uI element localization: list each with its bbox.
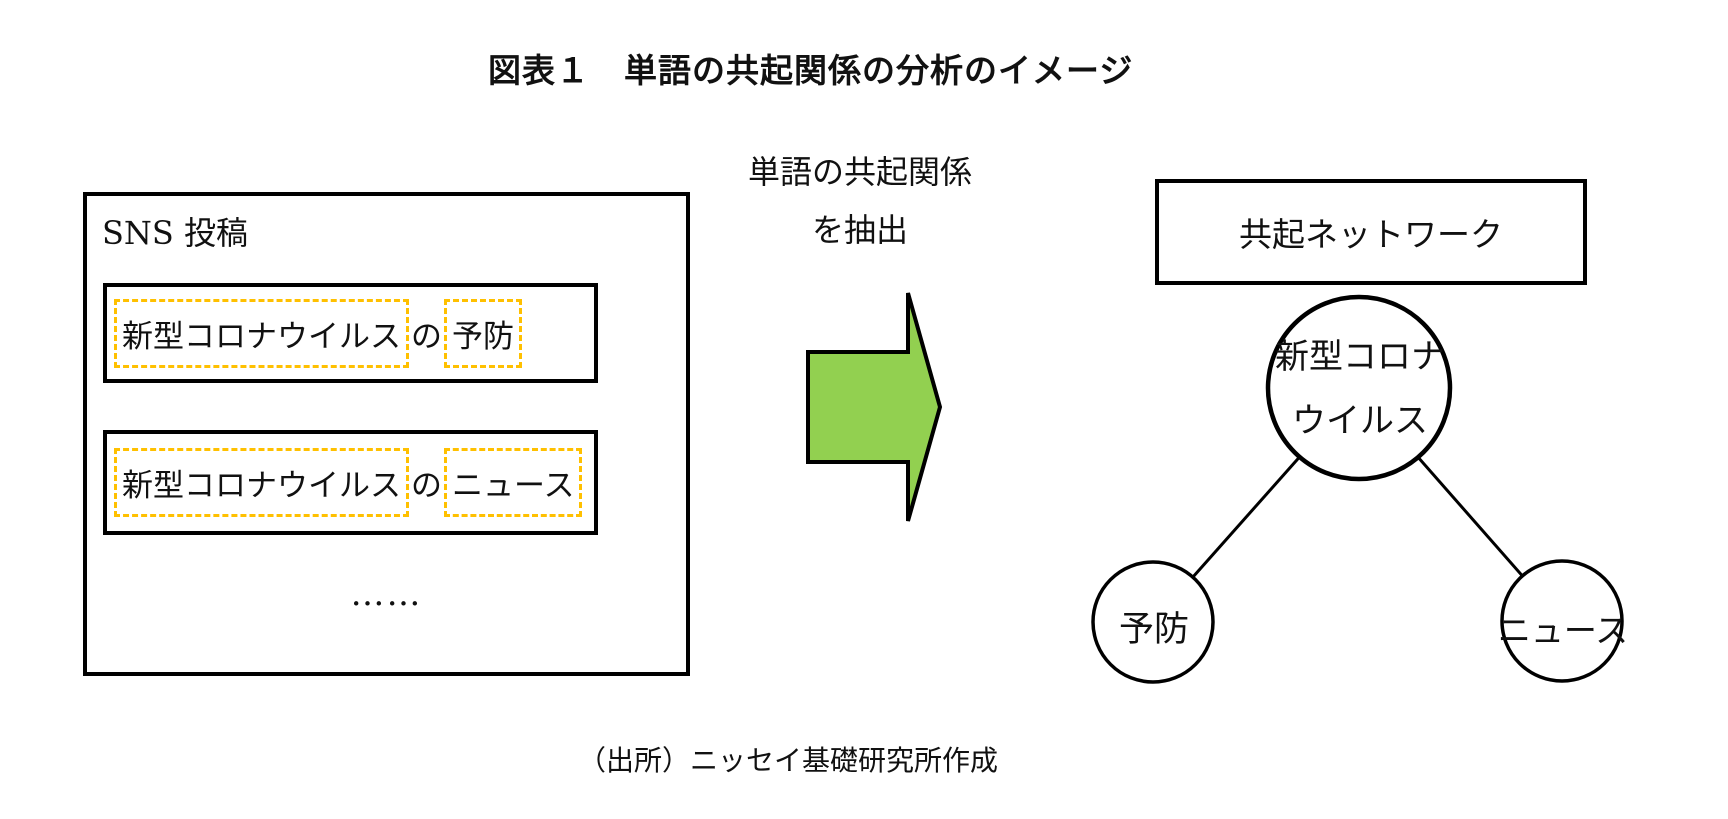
highlighted-term: 予防 — [444, 298, 522, 368]
extract-label-line1: 単語の共起関係 — [747, 153, 972, 191]
sns-posts-box: SNS 投稿 新型コロナウイルスの予防 新型コロナウイルスのニュース …… — [83, 192, 690, 676]
extract-label: 単語の共起関係 を抽出 — [700, 152, 1020, 250]
extract-arrow-icon — [806, 292, 943, 522]
sns-post-row-1: 新型コロナウイルスの予防 — [103, 283, 598, 383]
highlighted-term: 新型コロナウイルス — [114, 448, 409, 517]
network-title-box: 共起ネットワーク — [1155, 179, 1587, 285]
sns-post-row-2: 新型コロナウイルスのニュース — [103, 430, 598, 535]
ellipsis-text: …… — [350, 574, 423, 614]
particle-text: の — [411, 318, 442, 355]
source-note: （出所）ニッセイ基礎研究所作成 — [578, 744, 999, 777]
node-label-center: 新型コロナ ウイルス — [1262, 325, 1458, 453]
highlighted-term: 新型コロナウイルス — [114, 298, 409, 368]
node-label-center-line2: ウイルス — [1292, 401, 1428, 441]
node-label-center-line1: 新型コロナ — [1275, 337, 1445, 377]
figure-title: 図表１ 単語の共起関係の分析のイメージ — [488, 51, 1134, 90]
node-label-prevention: 予防 — [1118, 610, 1189, 650]
sns-posts-label: SNS 投稿 — [102, 214, 249, 252]
extract-label-line2: を抽出 — [811, 211, 908, 249]
network-title: 共起ネットワーク — [1239, 215, 1503, 254]
particle-text: の — [411, 468, 442, 504]
highlighted-term: ニュース — [444, 448, 583, 517]
node-label-news: ニュース — [1497, 611, 1629, 650]
